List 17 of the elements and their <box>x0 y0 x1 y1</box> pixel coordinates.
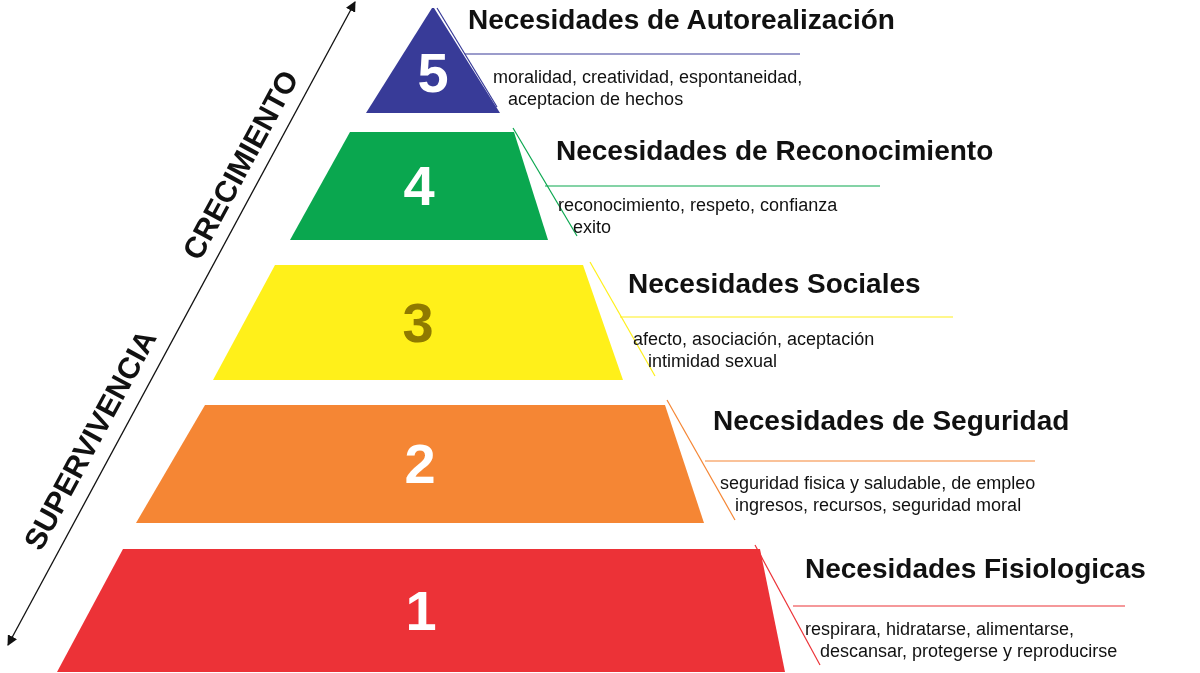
level-number: 3 <box>402 294 434 351</box>
level-heading: Necesidades Fisiologicas <box>805 553 1146 585</box>
level-description: reconocimiento, respeto, confianza exito <box>558 194 839 238</box>
level-description: afecto, asociación, aceptación intimidad sexual <box>633 328 876 372</box>
level-number: 5 <box>417 45 449 102</box>
level-number: 2 <box>404 436 436 492</box>
level-heading: Necesidades Sociales <box>628 268 921 300</box>
level-heading: Necesidades de Reconocimiento <box>556 135 994 167</box>
level-number: 1 <box>405 582 437 639</box>
pyramid-level <box>57 549 785 672</box>
level-description: respirara, hidratarse, alimentarse, descansar, protegerse y reproducirse <box>805 618 1119 662</box>
level-heading: Necesidades de Seguridad <box>713 405 1070 437</box>
pyramid-level <box>213 265 623 380</box>
level-description: seguridad fisica y saludable, de empleo ingresos, recursos, seguridad moral <box>720 472 1037 516</box>
level-description: moralidad, creatividad, espontaneidad, aceptacion de hechos <box>493 66 804 110</box>
level-number: 4 <box>403 158 435 214</box>
level-heading: Necesidades de Autorealización <box>468 4 895 36</box>
